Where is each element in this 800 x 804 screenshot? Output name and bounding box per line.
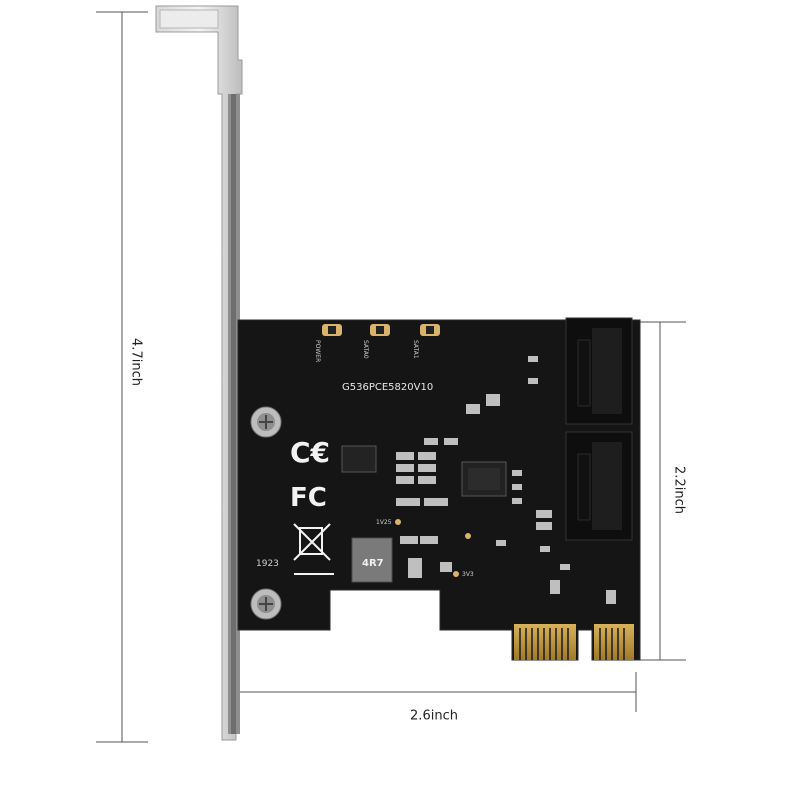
screw-top	[250, 406, 282, 438]
led-row	[322, 324, 440, 336]
screw-bottom	[250, 588, 282, 620]
led-label-sata1: SATA1	[412, 340, 419, 359]
weee-icon	[293, 523, 334, 575]
voltage-1v25: 1V25	[376, 519, 392, 526]
inductor-label: 4R7	[362, 558, 384, 569]
led-label-power: POWER	[314, 340, 321, 362]
regulator-chip	[341, 445, 377, 473]
controller-chip	[461, 461, 507, 497]
model-text: G536PCE5820V10	[342, 382, 433, 393]
metal-bracket	[155, 5, 243, 741]
voltage-3v3: 3V3	[462, 571, 474, 578]
ce-mark: C€	[290, 436, 330, 469]
height-dimension	[96, 11, 148, 743]
date-marking: 1923	[256, 559, 279, 569]
fc-mark: FC	[290, 483, 327, 513]
test-points	[395, 519, 471, 577]
width-dimension	[232, 672, 637, 712]
sata-connector-0	[565, 317, 633, 425]
width-label: 2.6inch	[410, 708, 458, 724]
pcb-height-dimension	[640, 321, 686, 661]
passive-components	[396, 356, 616, 604]
led-label-sata0: SATA0	[362, 340, 369, 359]
sata-connector-1	[565, 431, 633, 541]
inductor	[351, 537, 393, 583]
gold-finger-gaps	[519, 628, 625, 660]
height-label: 4.7inch	[128, 338, 144, 386]
pcb-height-label: 2.2inch	[671, 466, 687, 514]
